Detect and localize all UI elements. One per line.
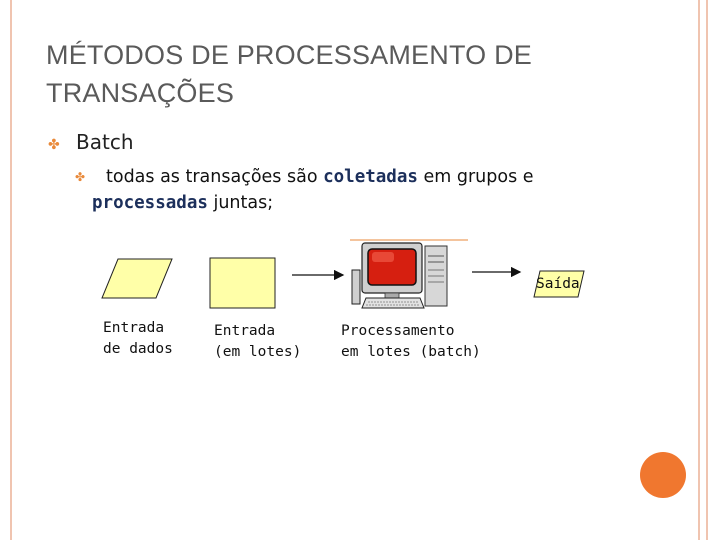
decorative-orange-circle	[640, 452, 686, 498]
bullet-icon: ✤	[48, 137, 60, 153]
label-saida: Saída	[536, 274, 580, 295]
label-entrada-dados-line2: de dados	[103, 341, 173, 357]
label-entrada-lotes: Entrada (em lotes)	[214, 321, 301, 363]
label-processamento-line2: em lotes (batch)	[341, 344, 481, 360]
label-entrada-dados: Entrada de dados	[103, 318, 173, 360]
title-line-1: MÉTODOS DE PROCESSAMENTO DE	[46, 40, 532, 70]
slide-title: MÉTODOS DE PROCESSAMENTO DE TRANSAÇÕES	[46, 36, 646, 112]
label-saida-line1: Saída	[536, 276, 580, 292]
node-saida	[533, 270, 585, 298]
label-entrada-lotes-line1: Entrada	[214, 323, 276, 339]
highlight-processadas: processadas	[92, 193, 208, 213]
sub-bullet-icon: ✤	[75, 170, 86, 184]
computer-icon	[350, 239, 468, 309]
sub-bullet-text: todas as transações são coletadas em gru…	[92, 164, 592, 216]
label-entrada-dados-line1: Entrada	[103, 320, 165, 336]
title-line-2: TRANSAÇÕES	[46, 78, 235, 108]
bullet-batch: Batch	[76, 130, 134, 154]
node-entrada-dados	[101, 258, 173, 299]
highlight-coletadas: coletadas	[323, 167, 418, 187]
text-part-2: em grupos e	[417, 167, 534, 187]
text-part-1: todas as transações são	[106, 167, 324, 187]
frame-line-right-inner	[706, 0, 708, 540]
label-processamento: Processamento em lotes (batch)	[341, 321, 481, 363]
label-entrada-lotes-line2: (em lotes)	[214, 344, 302, 360]
text-part-3: juntas;	[207, 193, 274, 213]
frame-line-left	[10, 0, 12, 540]
frame-line-right-outer	[698, 0, 700, 540]
node-entrada-lotes	[209, 257, 276, 309]
label-processamento-line1: Processamento	[341, 323, 455, 339]
